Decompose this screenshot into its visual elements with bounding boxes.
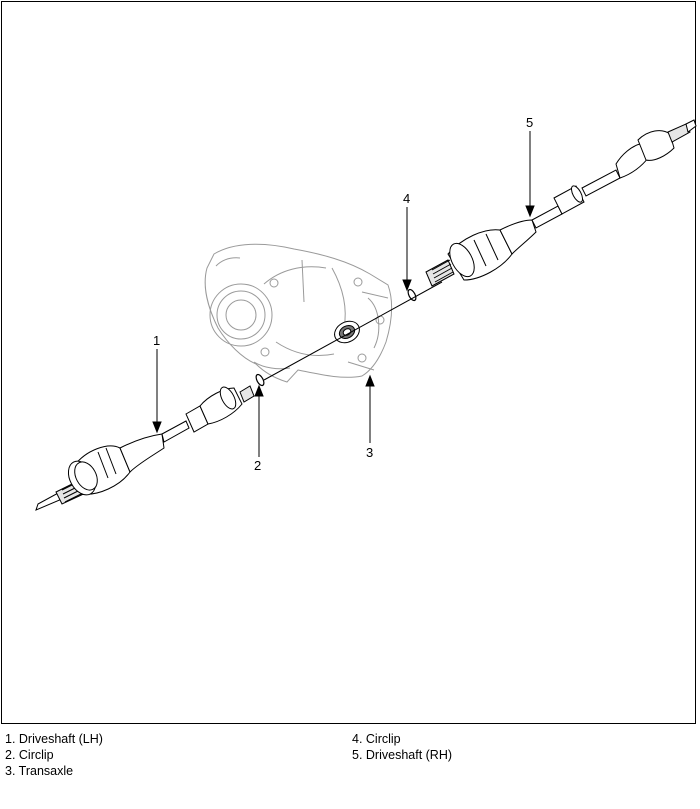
legend-item-driveshaft-rh: 5. Driveshaft (RH): [352, 748, 453, 762]
callout-4: 4: [403, 191, 410, 206]
callout-5: 5: [526, 115, 533, 130]
legend-item-circlip-lh: 2. Circlip: [5, 748, 54, 762]
shaft-axis-line: [263, 281, 443, 381]
parts-legend: 1. Driveshaft (LH) 2. Circlip 3. Transax…: [5, 731, 695, 806]
legend-column-right: 4. Circlip 5. Driveshaft (RH): [352, 731, 452, 763]
transaxle-seal: [334, 320, 360, 344]
legend-item-circlip-rh: 4. Circlip: [352, 732, 401, 746]
callout-2: 2: [254, 458, 261, 473]
callout-leaders: [152, 131, 535, 457]
legend-item-driveshaft-lh: 1. Driveshaft (LH): [5, 732, 103, 746]
circlip-lh: [255, 373, 265, 387]
circlip-rh: [407, 288, 417, 302]
driveshaft-exploded-view: 1 2 3 4 5: [35, 115, 697, 511]
callout-1: 1: [153, 333, 160, 348]
legend-column-left: 1. Driveshaft (LH) 2. Circlip 3. Transax…: [5, 731, 103, 779]
legend-item-transaxle: 3. Transaxle: [5, 764, 74, 778]
callout-3: 3: [366, 445, 373, 460]
driveshaft-lh: [35, 385, 255, 511]
diagram-frame: 1 2 3 4 5: [1, 1, 697, 724]
transaxle-housing: [204, 243, 393, 383]
driveshaft-rh: [425, 119, 697, 287]
